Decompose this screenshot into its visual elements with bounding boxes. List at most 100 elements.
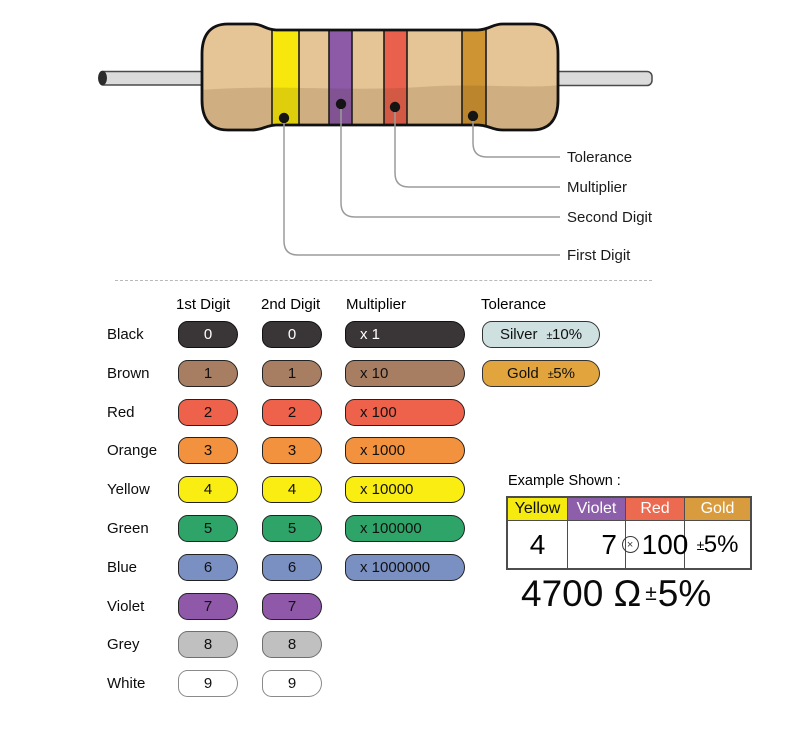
row-label: Brown — [107, 364, 150, 382]
digit-pill: 8 — [178, 631, 238, 659]
tolerance-pill-label: Silver — [499, 326, 538, 343]
digit-pill: 6 — [262, 553, 322, 581]
multiplier-pill: x 10 — [345, 359, 465, 387]
example-value: 7 — [568, 521, 625, 568]
example-column-violet: Violet 7 — [567, 498, 625, 568]
example-header: Yellow — [508, 498, 567, 521]
callout-label-multiplier: Multiplier — [567, 179, 628, 196]
header-1st-digit: 1st Digit — [176, 296, 231, 313]
multiply-circle-icon: × — [621, 536, 639, 553]
row-label: Yellow — [107, 481, 150, 499]
example-cell-value: 100 — [641, 528, 689, 560]
callout-lines — [283, 109, 560, 256]
result-tolerance: 5% — [657, 573, 712, 614]
multiplier-pill: x 100 — [345, 398, 465, 426]
example-header: Violet — [568, 498, 625, 521]
left-lead-cap — [98, 70, 107, 86]
digit-pill: 4 — [262, 476, 322, 504]
tolerance-dot — [467, 110, 479, 122]
example-cell-value: 4 — [529, 528, 546, 560]
example-value: ±5% — [685, 521, 750, 568]
digit-pill: 0 — [178, 321, 238, 348]
digit-pill: 3 — [178, 437, 238, 465]
row-label: Violet — [107, 597, 145, 615]
row-label: Orange — [107, 442, 158, 460]
resistor-outline — [200, 22, 560, 132]
row-label: White — [107, 675, 146, 693]
second-digit-dot — [335, 98, 347, 110]
digit-pill: 3 — [262, 437, 322, 465]
resistor-illustration — [98, 22, 653, 256]
tolerance-pill-value: ±10% — [546, 326, 582, 343]
plus-minus: ± — [696, 536, 705, 553]
digit-pill: 8 — [262, 631, 322, 659]
row-label: Green — [107, 520, 149, 537]
multiplier-pill: x 100000 — [345, 515, 465, 542]
multiplier-pill: x 10000 — [345, 476, 465, 504]
digit-pill: 2 — [178, 398, 238, 426]
example-column-red: Red×100 — [621, 498, 688, 568]
example-result: 4700 Ω ± 5% — [521, 573, 711, 615]
row-label: Blue — [107, 558, 138, 576]
digit-pill: 9 — [178, 670, 238, 698]
dashed-separator — [115, 280, 652, 281]
result-plus-minus: ± — [645, 582, 657, 605]
example-cell-value: 7 — [601, 528, 617, 560]
multiplier-dot — [389, 101, 401, 113]
digit-pill: 9 — [262, 670, 322, 698]
multiplier-pill: x 1 — [345, 321, 465, 348]
first-digit-band — [271, 24, 300, 130]
tolerance-pill-gold: Gold ±5% — [482, 359, 600, 387]
tolerance-value: 5% — [553, 364, 575, 382]
example-column-gold: Gold±5% — [684, 498, 750, 568]
example-header: Red — [626, 498, 684, 521]
first-digit-dot — [278, 112, 290, 124]
example-value: 4 — [508, 521, 567, 568]
digit-pill: 7 — [178, 592, 238, 620]
body-shading — [202, 85, 558, 130]
tolerance-pill-label: Gold — [507, 364, 539, 382]
plus-minus: ± — [546, 330, 553, 342]
digit-pill: 4 — [178, 476, 238, 504]
right-lead — [549, 70, 653, 87]
digit-pill: 5 — [262, 515, 322, 542]
digit-pill: 2 — [262, 398, 322, 426]
tolerance-pill-silver: Silver ±10% — [482, 321, 600, 348]
digit-pill: 6 — [178, 553, 238, 581]
digit-pill: 5 — [178, 515, 238, 542]
callout-label-first-digit: First Digit — [567, 247, 631, 264]
digit-pill: 1 — [178, 359, 238, 387]
row-label: Grey — [107, 636, 140, 654]
digit-pill: 0 — [262, 321, 322, 348]
plus-minus: ± — [547, 368, 554, 381]
row-label: Black — [107, 326, 144, 343]
example-value: ×100 — [621, 521, 688, 568]
example-header: Gold — [685, 498, 750, 521]
header-2nd-digit: 2nd Digit — [261, 296, 321, 313]
multiplier-pill: x 1000000 — [345, 553, 465, 581]
row-label: Red — [107, 403, 135, 421]
example-column-yellow: Yellow 4 — [508, 498, 567, 568]
tolerance-value: 10% — [552, 326, 583, 343]
left-lead — [99, 70, 211, 86]
example-cell-value: 5% — [703, 530, 739, 558]
example-title: Example Shown : — [508, 473, 621, 489]
callout-label-second-digit: Second Digit — [567, 209, 653, 226]
tolerance-pill-value: ±5% — [548, 365, 575, 382]
multiplier-band — [383, 24, 408, 130]
multiplier-pill: x 1000 — [345, 437, 465, 465]
callout-label-tolerance: Tolerance — [567, 149, 633, 166]
second-digit-band — [328, 24, 353, 130]
result-value: 4700 Ω — [521, 573, 642, 614]
